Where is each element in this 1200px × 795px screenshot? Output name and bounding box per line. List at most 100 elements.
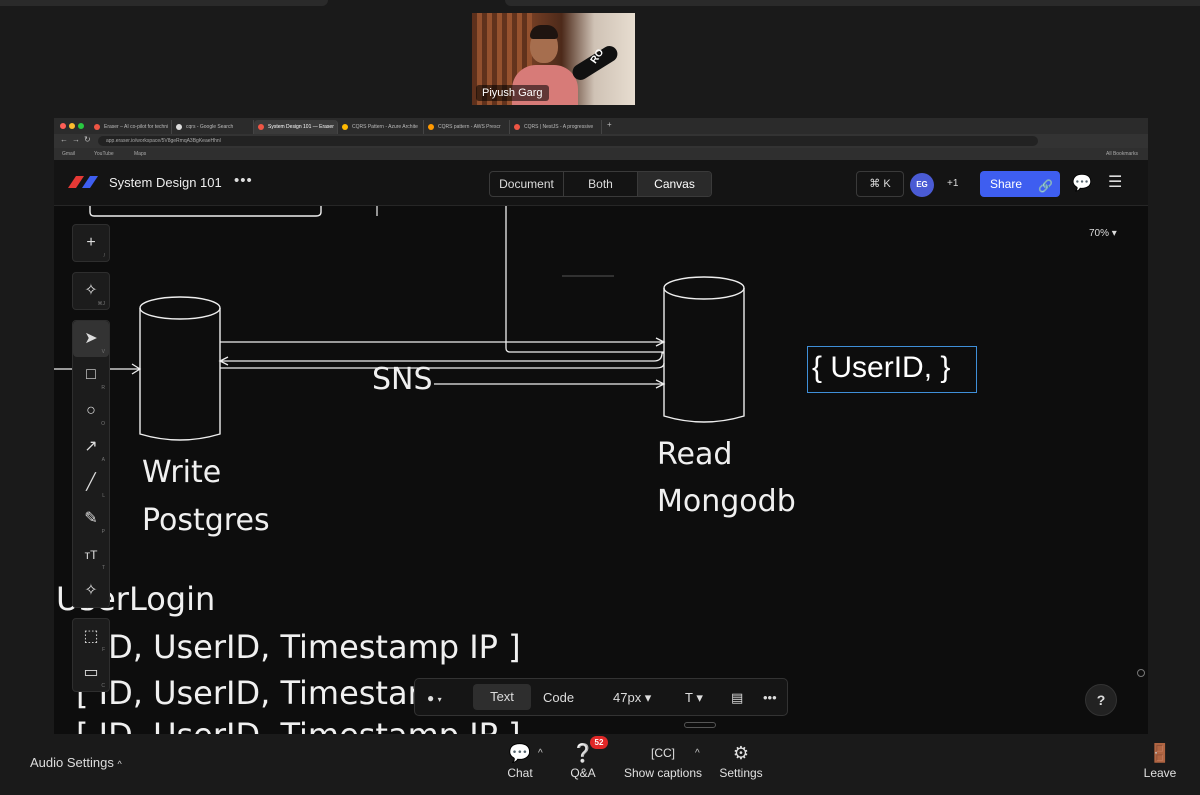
shortcut-key: L	[102, 493, 105, 499]
read-database-cylinder[interactable]	[663, 276, 745, 423]
cursor-icon: ➤	[84, 330, 98, 347]
ai-tool-button[interactable]: ✧⌘J	[73, 273, 109, 309]
browser-tab[interactable]: Eraser – AI co-pilot for techni	[90, 120, 172, 134]
audio-settings-button[interactable]: Audio Settings ^	[30, 755, 122, 770]
link-icon[interactable]: 🔗	[1038, 179, 1053, 193]
more-options-button[interactable]: •••	[763, 690, 777, 705]
shortcut-key: V	[101, 349, 105, 355]
bookmark-maps[interactable]: Maps	[134, 151, 147, 157]
eraser-logo-icon[interactable]	[68, 176, 98, 188]
chat-icon: 💬	[508, 743, 532, 763]
chevron-up-icon: ^	[117, 759, 122, 769]
text-color-button[interactable]: ● ▾	[427, 679, 442, 717]
extra-collaborators[interactable]: +1	[947, 178, 959, 189]
line-tool-button[interactable]: ╱L	[73, 465, 109, 501]
partial-box-top[interactable]	[89, 206, 322, 217]
shortcut-key: T	[101, 565, 105, 571]
view-document-button[interactable]: Document	[490, 172, 564, 196]
browser-tab-active[interactable]: System Design 101 — Eraser	[254, 120, 338, 134]
browser-tab[interactable]: CQRS Pattern - Azure Archite	[338, 120, 424, 134]
leave-icon: 🚪	[1148, 743, 1172, 763]
frame-tool-button[interactable]: ⬚F	[73, 619, 109, 655]
db-connection-arrows[interactable]	[218, 206, 666, 389]
chat-chevron-icon[interactable]: ^	[538, 748, 543, 759]
comment-icon: ▭	[83, 664, 99, 681]
rectangle-tool-button[interactable]: □R	[73, 357, 109, 393]
add-tool-button[interactable]: +/	[73, 225, 109, 261]
help-button[interactable]: ?	[1085, 684, 1117, 716]
scroll-handle[interactable]	[684, 722, 716, 728]
comment-tool-button[interactable]: ▭C	[73, 655, 109, 691]
diagram: SNS Write Postgres Read Mongodb UserLogi…	[54, 206, 796, 734]
document-menu-button[interactable]: •••	[234, 172, 253, 189]
postgres-label[interactable]: Postgres	[142, 503, 270, 538]
captions-chevron-icon[interactable]: ^	[695, 748, 700, 759]
audio-settings-label: Audio Settings	[30, 755, 114, 770]
maximize-window-icon[interactable]	[78, 123, 84, 129]
selected-text[interactable]: { UserID, }	[812, 351, 951, 384]
frame-tools-group: ⬚F ▭C	[72, 618, 110, 692]
pen-tool-button[interactable]: ✎P	[73, 501, 109, 537]
write-database-cylinder[interactable]	[139, 296, 221, 441]
new-tab-icon[interactable]: +	[607, 120, 612, 129]
avatar[interactable]: EG	[910, 173, 934, 197]
favicon-icon	[176, 124, 182, 130]
share-button[interactable]: Share🔗	[980, 171, 1060, 197]
url-field[interactable]: app.eraser.io/workspace/5V8geRmqA3BgKeae…	[98, 136, 1038, 146]
bookmark-gmail[interactable]: Gmail	[62, 151, 76, 157]
browser-tab[interactable]: CQRS | NestJS - A progressive	[510, 120, 602, 134]
code-mode-tab[interactable]: Code	[543, 690, 575, 705]
resize-handle[interactable]	[1137, 669, 1145, 677]
comment-icon[interactable]: 💬	[1072, 175, 1092, 192]
font-size-select[interactable]: 47px ▾	[613, 690, 652, 705]
font-style-select[interactable]: T ▾	[685, 690, 703, 705]
show-captions-button[interactable]: [CC] Show captions	[620, 740, 706, 780]
leave-button[interactable]: 🚪 Leave	[1140, 740, 1180, 780]
text-properties-toolbar: ● ▾ Text Code 47px ▾ T ▾ ▤ •••	[414, 678, 788, 716]
participant-video[interactable]: RO Piyush Garg	[472, 13, 635, 105]
view-both-button[interactable]: Both	[564, 172, 638, 196]
document-title[interactable]: System Design 101	[109, 175, 222, 190]
schema-line-3[interactable]: [ ID, UserID, Timestamp IP ]	[76, 716, 521, 734]
tab-label: System Design 101 — Eraser	[268, 124, 334, 130]
meeting-controls-bar: Audio Settings ^ 💬 Chat ^ ❔ Q&A [CC] Sho…	[0, 734, 1200, 795]
forward-icon[interactable]: →	[72, 135, 80, 144]
all-bookmarks[interactable]: All Bookmarks	[1106, 151, 1138, 157]
shortcut-key: ⌘J	[97, 301, 106, 307]
notes-icon[interactable]: ☰	[1108, 174, 1123, 191]
magic-tool-button[interactable]: ✧	[73, 573, 109, 609]
color-dot-icon: ●	[427, 691, 435, 705]
read-label[interactable]: Read	[657, 437, 732, 472]
qa-button[interactable]: ❔ Q&A	[565, 740, 601, 780]
arrow-tool-button[interactable]: ↗A	[73, 429, 109, 465]
command-palette-button[interactable]: ⌘ K	[856, 171, 904, 197]
browser-tab[interactable]: CQRS pattern - AWS Prescr	[424, 120, 510, 134]
close-window-icon[interactable]	[60, 123, 66, 129]
write-label[interactable]: Write	[142, 455, 221, 490]
captions-label: Show captions	[623, 766, 703, 780]
tab-label: cqrs - Google Search	[186, 124, 234, 130]
bookmark-youtube[interactable]: YouTube	[94, 151, 114, 157]
add-comment-icon[interactable]: ▤	[731, 690, 744, 705]
drawing-canvas[interactable]: SNS Write Postgres Read Mongodb UserLogi…	[54, 206, 1148, 734]
tab-label: CQRS | NestJS - A progressive	[524, 124, 594, 130]
shortcut-key: /	[103, 253, 105, 259]
settings-button[interactable]: ⚙ Settings	[716, 740, 766, 780]
select-tool-button[interactable]: ➤V	[73, 321, 109, 357]
mongodb-label[interactable]: Mongodb	[657, 484, 796, 519]
view-canvas-button[interactable]: Canvas	[638, 172, 711, 196]
schema-line-1[interactable]: [ ID, UserID, Timestamp IP ]	[76, 628, 521, 666]
selected-text-box[interactable]: { UserID, }	[807, 346, 977, 393]
chat-button[interactable]: 💬 Chat	[500, 740, 540, 780]
ellipse-tool-button[interactable]: ○O	[73, 393, 109, 429]
zoom-level-button[interactable]: 70% ▾	[1089, 228, 1117, 239]
sns-label[interactable]: SNS	[372, 362, 433, 397]
text-mode-tab[interactable]: Text	[473, 684, 531, 710]
rectangle-icon: □	[86, 366, 96, 383]
minimize-window-icon[interactable]	[69, 123, 75, 129]
browser-tab[interactable]: cqrs - Google Search	[172, 120, 254, 134]
leave-label: Leave	[1143, 766, 1177, 780]
reload-icon[interactable]: ↻	[84, 135, 91, 144]
back-icon[interactable]: ←	[60, 135, 68, 144]
